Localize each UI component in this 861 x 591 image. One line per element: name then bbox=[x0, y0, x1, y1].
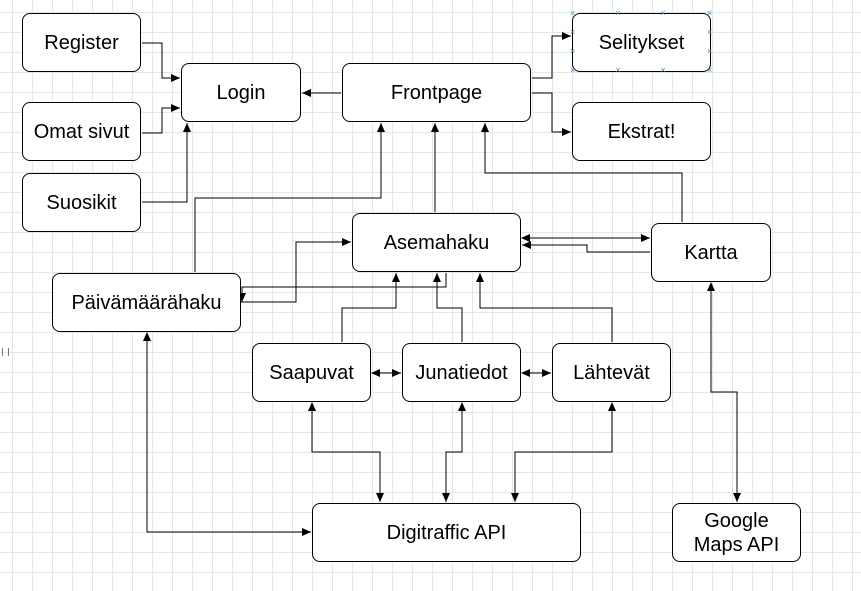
node-lahtevat[interactable]: Lähtevät bbox=[552, 343, 671, 402]
node-label: Register bbox=[44, 31, 119, 54]
node-label: Frontpage bbox=[390, 81, 483, 104]
node-googlemaps[interactable]: Google Maps API bbox=[672, 503, 801, 562]
edge-paivamaarahaku-to-digitraffic[interactable] bbox=[143, 332, 311, 536]
node-kartta[interactable]: Kartta bbox=[651, 223, 771, 282]
node-label: Kartta bbox=[684, 241, 738, 264]
edge-frontpage-to-ekstrat[interactable] bbox=[532, 92, 571, 136]
selection-handle[interactable] bbox=[707, 30, 712, 35]
edge-saapuvat-to-asemahaku[interactable] bbox=[341, 273, 400, 342]
selection-handle[interactable] bbox=[660, 11, 665, 16]
node-ekstrat[interactable]: Ekstrat! bbox=[572, 102, 711, 161]
selection-handle[interactable] bbox=[615, 11, 620, 16]
node-label: Päivämäärähaku bbox=[71, 291, 222, 314]
edge-kartta-to-googlemaps[interactable] bbox=[707, 282, 741, 502]
node-asemahaku[interactable]: Asemahaku bbox=[352, 213, 521, 272]
selection-handle[interactable] bbox=[707, 68, 712, 73]
node-login[interactable]: Login bbox=[181, 63, 301, 122]
edge-asemahaku-to-paivamaarahaku[interactable] bbox=[238, 273, 447, 302]
node-saapuvat[interactable]: Saapuvat bbox=[252, 343, 371, 402]
node-label: Omat sivut bbox=[33, 120, 130, 143]
node-label: Google Maps API bbox=[693, 509, 780, 556]
canvas-edge-marker bbox=[2, 348, 9, 356]
node-omat[interactable]: Omat sivut bbox=[22, 102, 141, 161]
edge-suosikit-to-login[interactable] bbox=[142, 123, 191, 203]
node-label: Lähtevät bbox=[573, 361, 650, 384]
node-label: Selitykset bbox=[598, 31, 685, 54]
selection-handle[interactable] bbox=[707, 11, 712, 16]
selection-handle[interactable] bbox=[570, 49, 575, 54]
node-digitraffic[interactable]: Digitraffic API bbox=[312, 503, 581, 562]
edge-omat-to-login[interactable] bbox=[142, 104, 180, 134]
node-register[interactable]: Register bbox=[22, 13, 141, 72]
edge-kartta-to-frontpage[interactable] bbox=[481, 123, 683, 222]
node-label: Saapuvat bbox=[269, 361, 354, 384]
edge-junatiedot-to-digitraffic[interactable] bbox=[442, 402, 466, 502]
edge-paivamaarahaku-to-frontpage[interactable] bbox=[194, 123, 385, 272]
node-paivamaarahaku[interactable]: Päivämäärähaku bbox=[52, 273, 241, 332]
edge-register-to-login[interactable] bbox=[142, 42, 180, 82]
node-selitykset[interactable]: Selitykset bbox=[572, 13, 711, 72]
edge-lahtevat-to-digitraffic[interactable] bbox=[511, 402, 616, 502]
node-suosikit[interactable]: Suosikit bbox=[22, 173, 141, 232]
node-label: Asemahaku bbox=[383, 231, 490, 254]
node-label: Suosikit bbox=[46, 191, 117, 214]
node-label: Digitraffic API bbox=[386, 521, 507, 544]
edge-junatiedot-to-asemahaku[interactable] bbox=[433, 273, 463, 342]
node-frontpage[interactable]: Frontpage bbox=[342, 63, 531, 122]
selection-handle[interactable] bbox=[570, 11, 575, 16]
selection-handle[interactable] bbox=[660, 68, 665, 73]
edge-frontpage-to-selitykset[interactable] bbox=[532, 32, 571, 79]
node-junatiedot[interactable]: Junatiedot bbox=[402, 343, 521, 402]
node-label: Ekstrat! bbox=[607, 120, 676, 143]
selection-handle[interactable] bbox=[707, 49, 712, 54]
edge-paivamaarahaku-to-asemahaku[interactable] bbox=[241, 238, 351, 303]
node-label: Junatiedot bbox=[415, 361, 508, 384]
node-label: Login bbox=[216, 81, 266, 104]
selection-handle[interactable] bbox=[570, 68, 575, 73]
edge-saapuvat-to-digitraffic[interactable] bbox=[308, 402, 384, 502]
selection-handle[interactable] bbox=[570, 30, 575, 35]
edge-kartta-to-asemahaku[interactable] bbox=[522, 241, 650, 253]
selection-handle[interactable] bbox=[615, 68, 620, 73]
edge-lahtevat-to-asemahaku[interactable] bbox=[476, 273, 613, 342]
